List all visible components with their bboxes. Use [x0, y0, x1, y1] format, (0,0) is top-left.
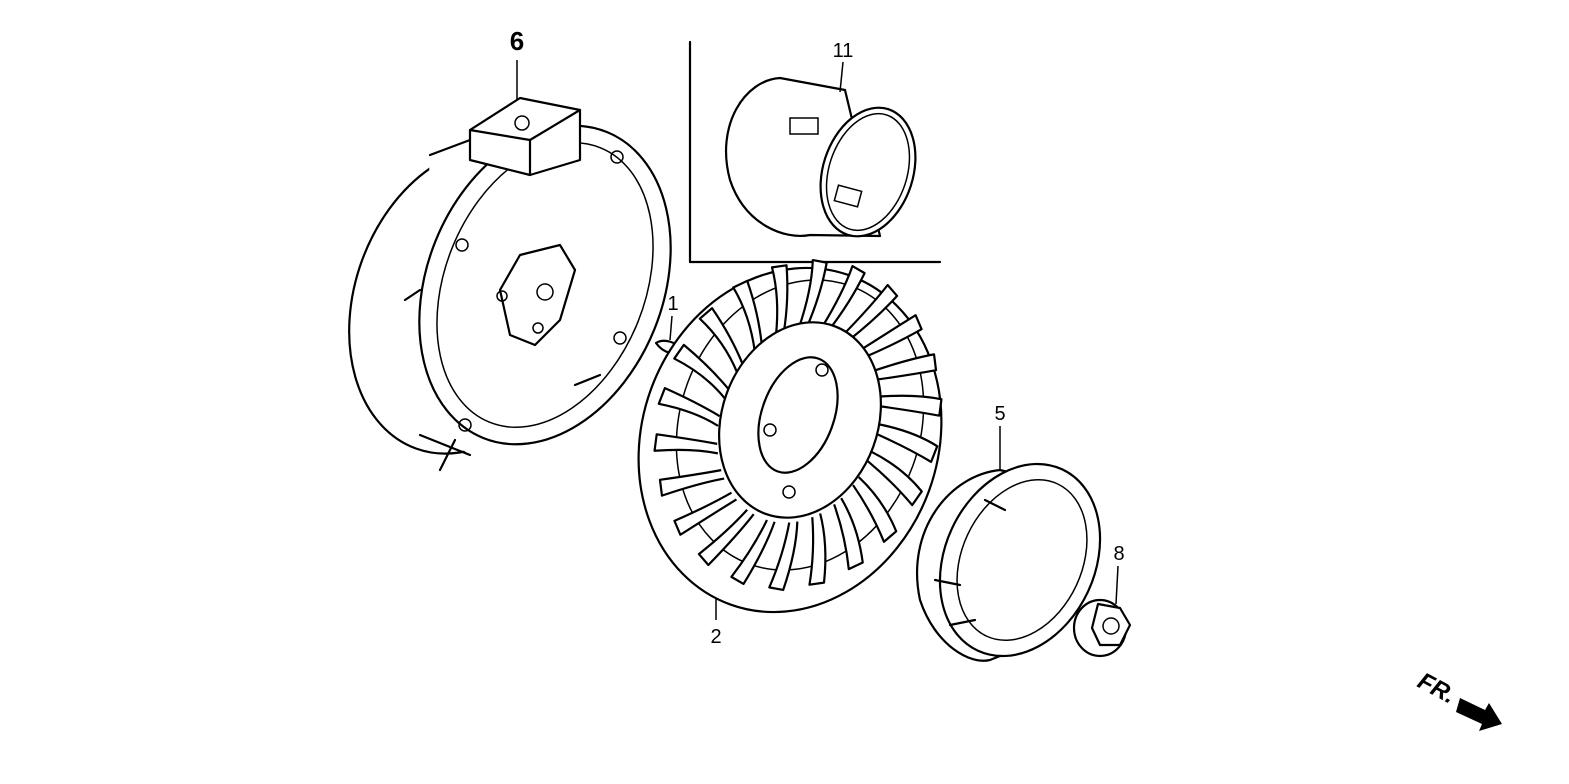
- label-part-11: 11: [833, 40, 854, 62]
- fan-blade: [841, 283, 899, 342]
- fan-blade: [808, 513, 827, 586]
- ring-part-11: [725, 76, 917, 238]
- label-part-2: 2: [710, 626, 721, 648]
- fan-blade: [698, 307, 744, 374]
- fan-blade: [871, 353, 938, 381]
- fan-blade: [653, 433, 719, 455]
- fan-blade: [732, 279, 763, 352]
- fan-blade: [673, 491, 738, 536]
- flange-nut-part-8: [1072, 598, 1132, 658]
- fan-blade: [658, 469, 725, 497]
- front-direction-indicator: FR.: [1413, 667, 1502, 731]
- fan-blade: [866, 450, 923, 507]
- label-part-1: 1: [667, 293, 678, 315]
- leader-lines: [516, 60, 1119, 620]
- fan-blade: [730, 519, 776, 586]
- front-label: FR.: [1413, 667, 1460, 709]
- label-part-6: 6: [510, 26, 524, 56]
- fan-blade: [770, 264, 789, 337]
- fan-blade: [820, 264, 866, 331]
- label-part-8: 8: [1113, 543, 1124, 565]
- cooling-fan-part-2: [637, 258, 943, 614]
- fan-blade: [697, 509, 755, 567]
- fan-blade: [833, 497, 864, 571]
- fan-blade: [858, 314, 923, 359]
- fan-blade: [797, 258, 828, 329]
- fan-blade: [878, 394, 943, 417]
- label-part-5: 5: [994, 403, 1005, 425]
- fan-blade: [673, 343, 730, 400]
- fan-blade: [875, 423, 939, 463]
- fan-blade: [852, 476, 898, 543]
- fan-blade: [657, 387, 721, 427]
- flywheel-part-6: [348, 96, 672, 472]
- pulley-cup-part-5: [915, 462, 1102, 662]
- arrow-right-icon: [1456, 698, 1502, 731]
- fan-blade: [768, 521, 799, 592]
